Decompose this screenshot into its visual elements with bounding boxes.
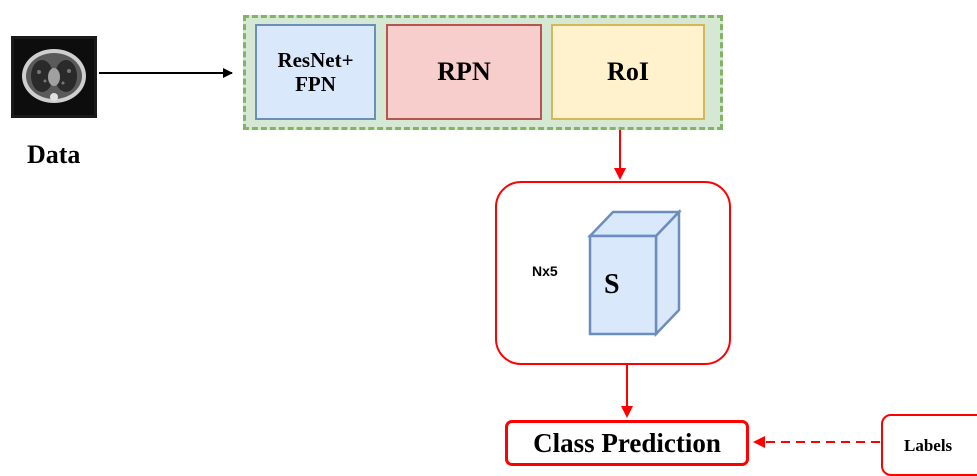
class-prediction-box: Class Prediction	[505, 420, 749, 466]
class-prediction-label: Class Prediction	[533, 427, 721, 458]
cube-front-face	[588, 234, 658, 336]
resnet-fpn-block: ResNet+ FPN	[255, 24, 376, 120]
tensor-symbol-label: S	[604, 269, 620, 300]
resnet-fpn-label-line2: FPN	[295, 72, 336, 96]
labels-label: Labels	[904, 436, 953, 455]
tensor-shape-label: Nx5	[532, 263, 558, 279]
roi-block: RoI	[551, 24, 705, 120]
rpn-label: RPN	[437, 57, 491, 86]
ct-scan-image	[11, 36, 97, 118]
data-label: Data	[27, 140, 81, 169]
resnet-fpn-label-line1: ResNet+	[277, 47, 354, 72]
rpn-block: RPN	[386, 24, 542, 120]
roi-label: RoI	[607, 57, 649, 86]
